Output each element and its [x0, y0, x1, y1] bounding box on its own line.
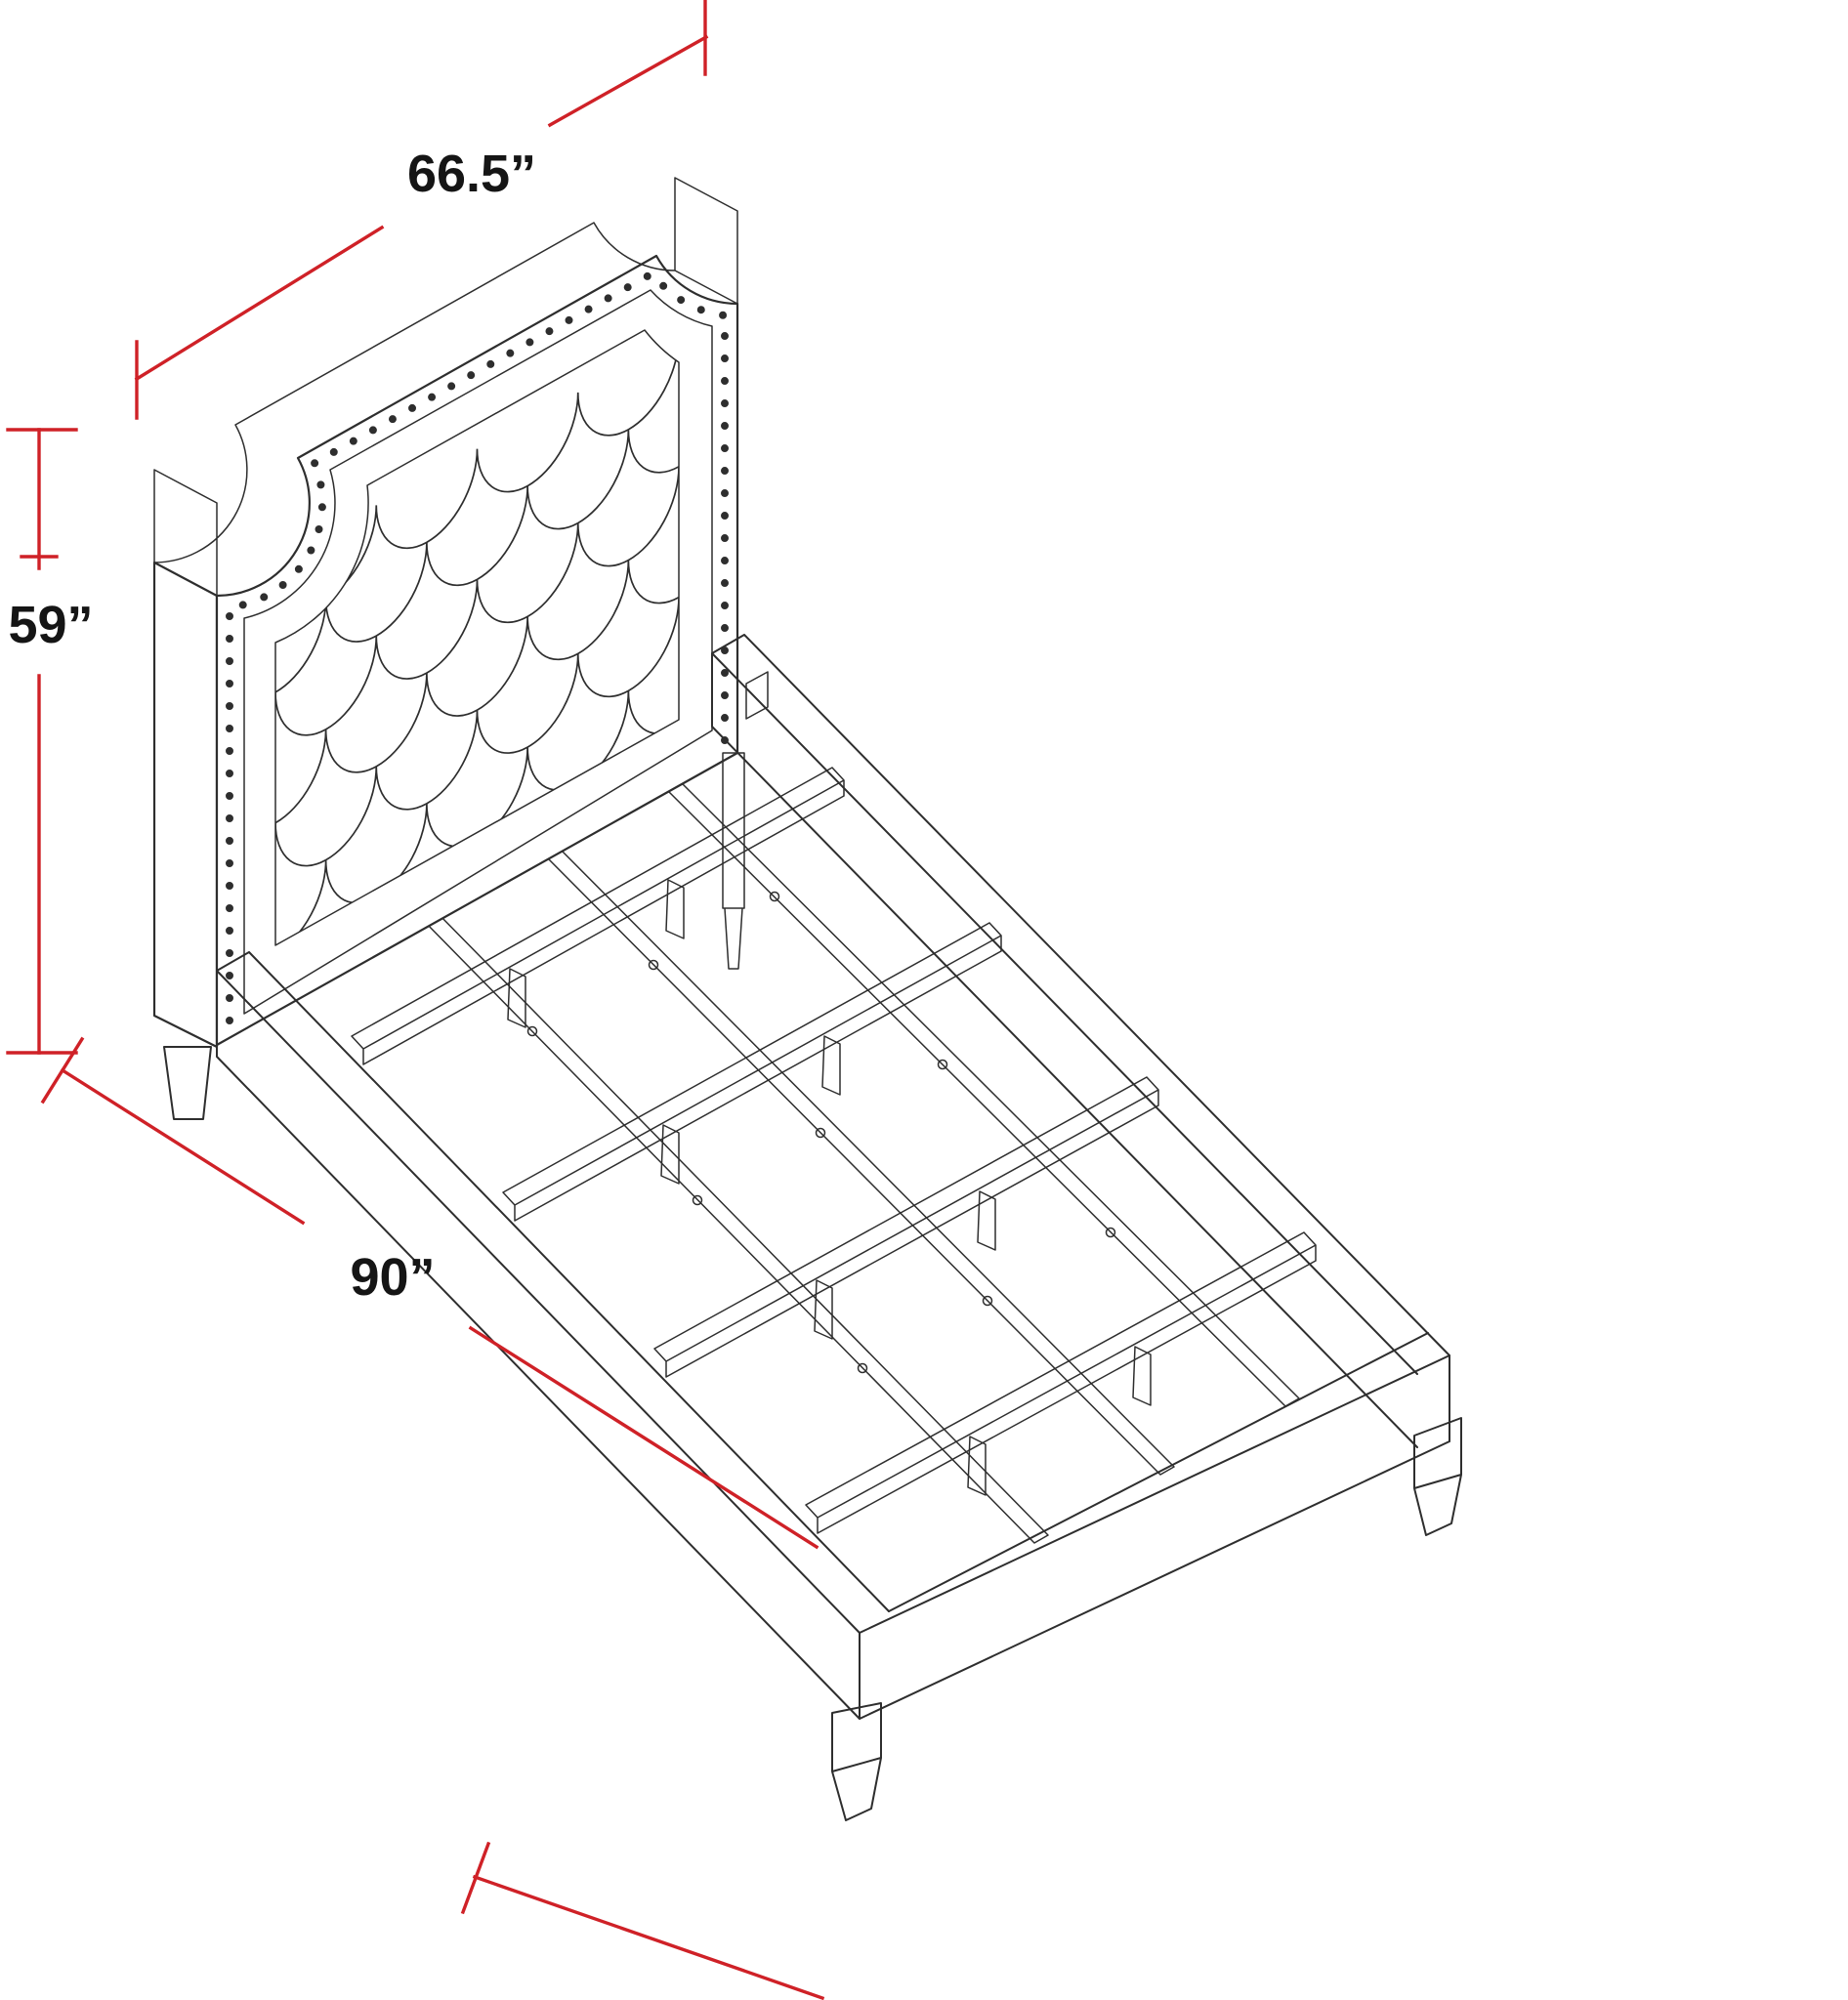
rail-bracket [745, 671, 769, 720]
dimension-line [468, 1325, 819, 1550]
right-corner-foot [1413, 1417, 1462, 1536]
dimension-line [134, 225, 385, 382]
bolt-hole [769, 891, 780, 902]
slat-system [351, 767, 1317, 1544]
cross-slat [805, 1231, 1317, 1534]
cross-slat [653, 1076, 1159, 1378]
height-dimension-label: 59” [8, 596, 93, 654]
bolt-hole [815, 1127, 826, 1139]
bolt-hole [937, 1059, 948, 1070]
foot-rail [859, 1332, 1450, 1720]
dimension-tick [460, 1841, 491, 1915]
lengthwise-rail [541, 844, 1175, 1476]
tufting-row [225, 373, 729, 721]
right-side-rail [711, 634, 1450, 1448]
dimension-headboard-width: 66.5” [134, 0, 709, 420]
cross-slat [502, 922, 1002, 1222]
bolt-hole [692, 1194, 703, 1206]
dimension-line [60, 1067, 306, 1226]
bolt-hole [526, 1025, 538, 1037]
lengthwise-rail [421, 910, 1049, 1544]
dimension-bed-length: 90” [40, 1036, 825, 2000]
dimension-headboard-height: 59” [6, 428, 94, 1055]
tufting-row [225, 504, 729, 852]
lengthwise-rail [661, 776, 1300, 1407]
headboard-back-edges [153, 177, 738, 597]
bolt-hole [648, 959, 659, 971]
width-dimension-label: 66.5” [407, 145, 536, 203]
headboard-border-band [243, 289, 713, 1015]
front-corner-foot [831, 1702, 882, 1821]
bolt-hole [857, 1362, 868, 1374]
headboard [152, 177, 745, 1120]
bolt-holes [526, 891, 1116, 1374]
bolt-hole [1105, 1227, 1116, 1238]
length-dimension-label: 90” [350, 1248, 435, 1307]
slat-support-legs [507, 879, 1152, 1496]
tufted-panel-outline [274, 329, 680, 946]
headboard-left-leg [163, 1046, 212, 1120]
headboard-face-outline [215, 254, 739, 1047]
bolt-hole [982, 1295, 993, 1307]
tufting-row [275, 336, 679, 627]
headboard-right-leg [722, 752, 745, 970]
dimension-annotations: 66.5” 59” 90” [6, 0, 825, 2000]
dimension-line [472, 1874, 825, 2000]
dimension-line [547, 34, 709, 128]
bed-frame [216, 634, 1462, 1821]
headboard-side-panel [152, 561, 219, 1049]
left-side-rail [216, 951, 890, 1720]
